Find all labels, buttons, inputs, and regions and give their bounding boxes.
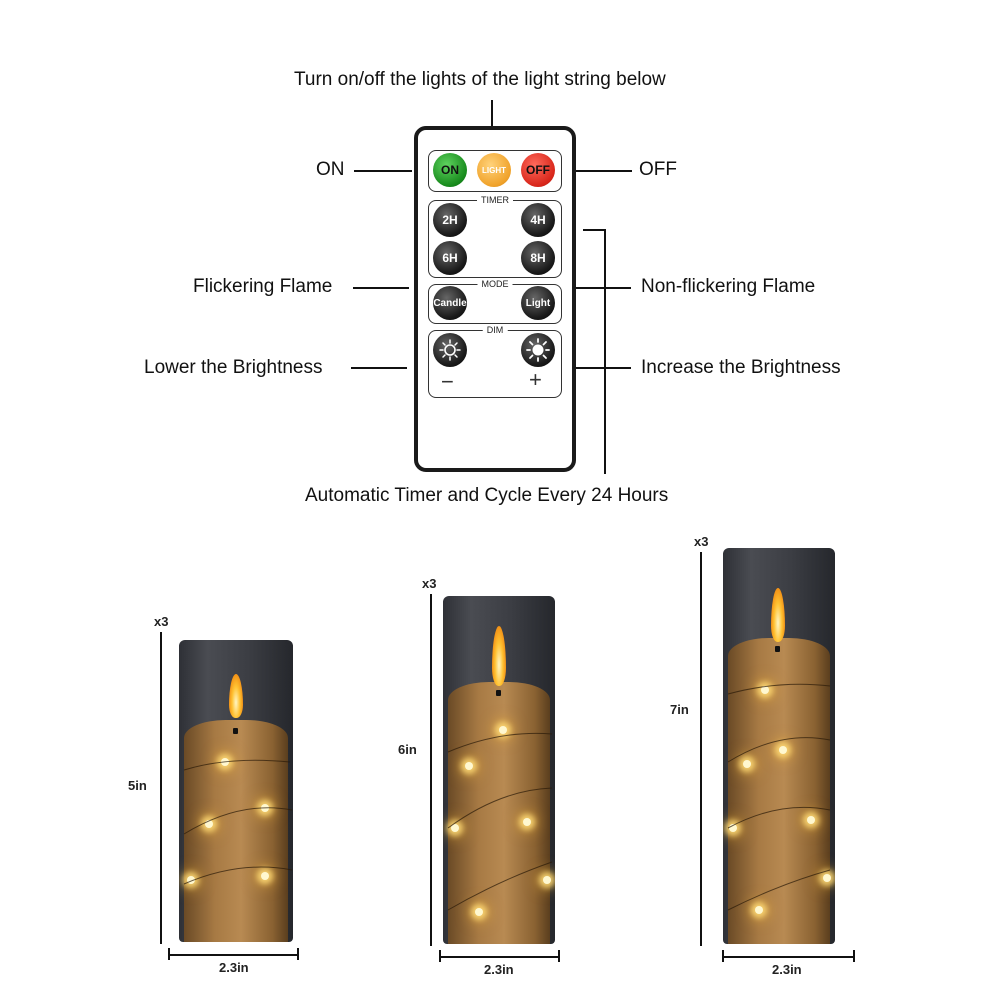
off-button[interactable]: OFF bbox=[521, 153, 555, 187]
led-light bbox=[743, 760, 751, 768]
timer-4h-button[interactable]: 4H bbox=[521, 203, 555, 237]
candle-3-width-tick-r bbox=[853, 950, 855, 962]
light-button[interactable]: LIGHT bbox=[477, 153, 511, 187]
candle-2-wick bbox=[496, 690, 501, 696]
led-light bbox=[543, 876, 551, 884]
power-panel: ON LIGHT OFF bbox=[428, 150, 562, 192]
candle-3 bbox=[723, 548, 835, 944]
dim-up-button[interactable] bbox=[521, 333, 555, 367]
bottom-annotation: Automatic Timer and Cycle Every 24 Hours bbox=[305, 485, 669, 506]
candle-mode-button[interactable]: Candle bbox=[433, 286, 467, 320]
candle-1-width-tick-l bbox=[168, 948, 170, 960]
candle-2-qty: x3 bbox=[422, 576, 437, 591]
candle-3-width-line bbox=[722, 956, 854, 958]
led-light bbox=[523, 818, 531, 826]
timer-pointer-line-v bbox=[604, 229, 606, 474]
increase-annotation: Increase the Brightness bbox=[641, 357, 841, 378]
candle-2 bbox=[443, 596, 555, 944]
timer-8h-button[interactable]: 8H bbox=[521, 241, 555, 275]
off-annotation: OFF bbox=[639, 159, 677, 180]
plus-sign: + bbox=[529, 367, 542, 392]
candle-2-width-tick-r bbox=[558, 950, 560, 962]
lower-pointer-line bbox=[351, 367, 407, 369]
dim-down-button[interactable] bbox=[433, 333, 467, 367]
mode-title: MODE bbox=[477, 278, 513, 290]
candle-3-flame bbox=[771, 588, 785, 642]
nonflicker-pointer-line bbox=[573, 287, 631, 289]
nonflicker-annotation: Non-flickering Flame bbox=[641, 276, 816, 297]
increase-pointer-line bbox=[573, 367, 631, 369]
candle-2-width-tick-l bbox=[439, 950, 441, 962]
candle-1-wax bbox=[184, 720, 288, 942]
candle-1-height: 5in bbox=[128, 778, 147, 793]
on-annotation: ON bbox=[316, 159, 345, 180]
led-light bbox=[475, 908, 483, 916]
candle-2-height-line bbox=[430, 594, 432, 946]
led-light bbox=[205, 820, 213, 828]
candle-2-height: 6in bbox=[398, 742, 417, 757]
candle-3-height: 7in bbox=[670, 702, 689, 717]
led-light bbox=[187, 876, 195, 884]
led-light bbox=[779, 746, 787, 754]
led-light bbox=[465, 762, 473, 770]
light-mode-button[interactable]: Light bbox=[521, 286, 555, 320]
candle-3-wick bbox=[775, 646, 780, 652]
led-light bbox=[755, 906, 763, 914]
timer-panel: TIMER 2H 4H 6H 8H bbox=[428, 194, 562, 278]
on-button[interactable]: ON bbox=[433, 153, 467, 187]
candle-2-width-line bbox=[439, 956, 559, 958]
on-pointer-line bbox=[354, 170, 412, 172]
candle-1-flame bbox=[229, 674, 243, 718]
remote-control: ON LIGHT OFF TIMER 2H 4H 6H 8H MODE Cand… bbox=[414, 126, 576, 472]
minus-sign: − bbox=[441, 369, 454, 394]
candle-2-flame bbox=[492, 626, 506, 686]
led-light bbox=[729, 824, 737, 832]
timer-2h-button[interactable]: 2H bbox=[433, 203, 467, 237]
candle-1-width: 2.3in bbox=[219, 960, 249, 975]
lower-annotation: Lower the Brightness bbox=[144, 357, 323, 378]
candle-1-width-tick-r bbox=[297, 948, 299, 960]
candle-3-wax bbox=[728, 638, 830, 944]
flicker-annotation: Flickering Flame bbox=[193, 276, 333, 297]
candle-1-width-line bbox=[168, 954, 298, 956]
led-light bbox=[761, 686, 769, 694]
candle-2-width: 2.3in bbox=[484, 962, 514, 977]
candle-3-width: 2.3in bbox=[772, 962, 802, 977]
timer-pointer-line-h bbox=[583, 229, 605, 231]
timer-6h-button[interactable]: 6H bbox=[433, 241, 467, 275]
led-light bbox=[823, 874, 831, 882]
led-light bbox=[261, 872, 269, 880]
candle-3-width-tick-l bbox=[722, 950, 724, 962]
candle-1-qty: x3 bbox=[154, 614, 169, 629]
sun-small-icon bbox=[439, 339, 461, 361]
timer-title: TIMER bbox=[477, 194, 513, 206]
led-light bbox=[451, 824, 459, 832]
candle-3-height-line bbox=[700, 552, 702, 946]
candle-1-height-line bbox=[160, 632, 162, 944]
dim-title: DIM bbox=[482, 324, 508, 336]
top-annotation: Turn on/off the lights of the light stri… bbox=[294, 69, 666, 90]
led-light bbox=[807, 816, 815, 824]
sun-large-icon bbox=[526, 338, 550, 362]
candle-3-qty: x3 bbox=[694, 534, 709, 549]
flicker-pointer-line bbox=[353, 287, 409, 289]
led-light bbox=[499, 726, 507, 734]
off-pointer-line bbox=[574, 170, 632, 172]
candle-1-wick bbox=[233, 728, 238, 734]
mode-panel: MODE Candle Light bbox=[428, 278, 562, 324]
top-pointer-line bbox=[491, 100, 493, 128]
candle-1 bbox=[179, 640, 293, 942]
dim-panel: DIM − bbox=[428, 324, 562, 398]
